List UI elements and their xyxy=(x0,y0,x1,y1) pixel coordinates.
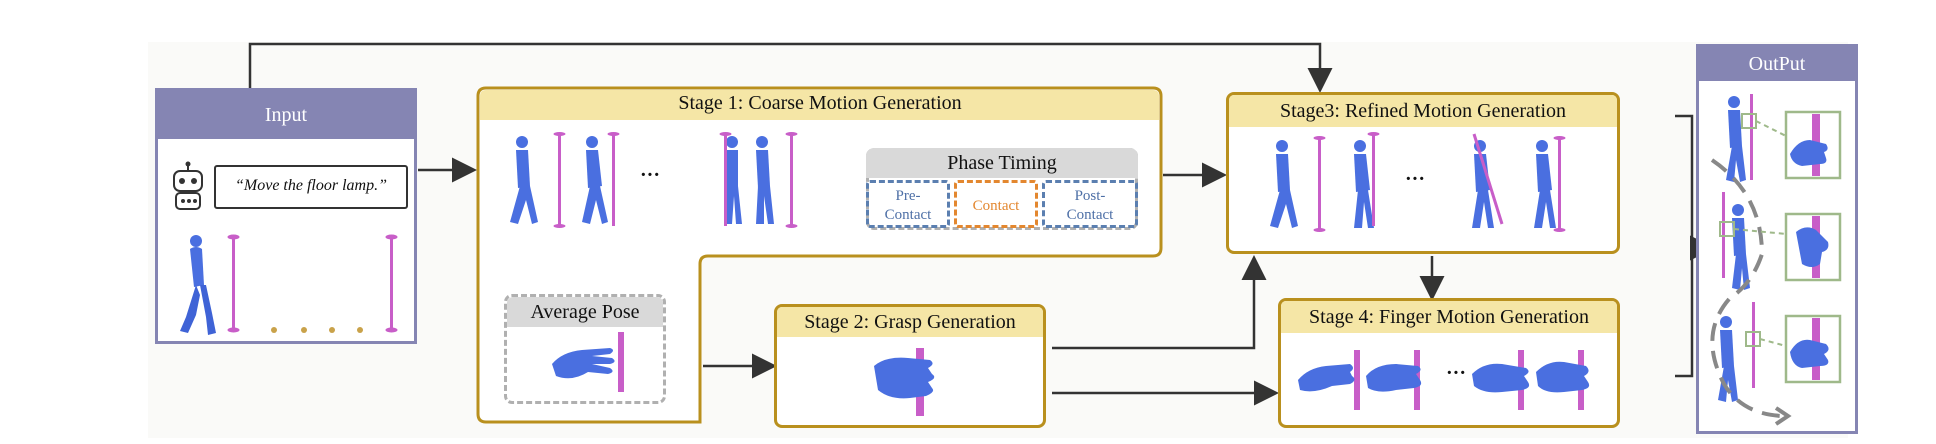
stage3-ellipsis: ··· xyxy=(1405,168,1426,190)
average-pose-box xyxy=(504,294,666,404)
phase-pre-contact: Pre- Contact xyxy=(866,180,950,228)
arrow-input-to-stage3 xyxy=(248,42,1333,93)
phase-contact: Contact xyxy=(954,180,1038,228)
output-trajectory xyxy=(1710,158,1783,418)
stage4-title: Stage 4: Finger Motion Generation xyxy=(1281,301,1617,333)
output-results xyxy=(1710,94,1842,426)
input-panel: Input “Move the floor lamp.” xyxy=(155,88,417,344)
stage2-grasp-hand xyxy=(874,348,935,416)
prompt-scroll xyxy=(214,165,408,209)
arrow-stage2-to-stage3 xyxy=(1052,255,1267,350)
input-prompt-text: “Move the floor lamp.” xyxy=(235,177,387,194)
phase-post-contact: Post- Contact xyxy=(1042,180,1138,228)
stage2-panel: Stage 2: Grasp Generation xyxy=(774,304,1046,428)
output-title: OutPut xyxy=(1699,47,1855,81)
stage2-title: Stage 2: Grasp Generation xyxy=(777,307,1043,337)
robot-icon xyxy=(173,161,203,210)
input-title: Input xyxy=(158,91,414,139)
stage1-title: Stage 1: Coarse Motion Generation xyxy=(678,92,962,114)
average-pose-hand xyxy=(552,332,624,392)
stage4-ellipsis: ··· xyxy=(1446,362,1467,384)
stage4-finger-motion-sequence xyxy=(1298,350,1590,410)
input-scene xyxy=(180,234,398,335)
stage1-coarse-motion-sequence xyxy=(510,132,798,228)
stage1-ellipsis: ··· xyxy=(640,164,661,186)
average-pose-title: Average Pose xyxy=(507,297,663,327)
stage3-refined-motion-sequence xyxy=(1270,132,1566,232)
phase-timing-title: Phase Timing xyxy=(866,148,1138,178)
stage3-title: Stage3: Refined Motion Generation xyxy=(1229,95,1617,127)
